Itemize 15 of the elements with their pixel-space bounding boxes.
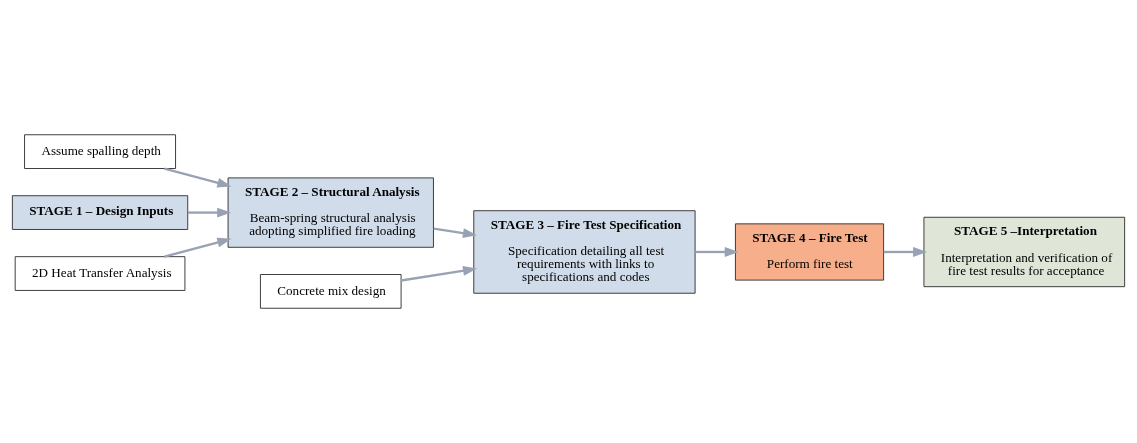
node-box: STAGE 3 – Fire Test Specification Specification detailing all test requirements with links to specifications and codes [473, 210, 696, 294]
arrow [187, 207, 232, 218]
node-box: 2D Heat Transfer Analysis [14, 256, 186, 291]
node-box: STAGE 2 – Structural Analysis Beam-spring structural analysis adopting simplified fire loading [227, 177, 434, 248]
node-box: STAGE 4 – Fire Test Perform fire test [734, 223, 885, 281]
arrow [695, 247, 739, 257]
arrow [164, 237, 232, 258]
arrow [401, 265, 478, 282]
arrow [433, 227, 477, 238]
node-box: STAGE 5 –Interpretation Interpretation and verification of fire test results for acceptance [923, 216, 1126, 288]
node-box: Assume spalling depth [24, 134, 176, 169]
arrow [164, 167, 232, 188]
node-box: STAGE 1 – Design Inputs [11, 195, 189, 230]
arrow [883, 247, 928, 257]
node-box: Concrete mix design [259, 274, 402, 309]
